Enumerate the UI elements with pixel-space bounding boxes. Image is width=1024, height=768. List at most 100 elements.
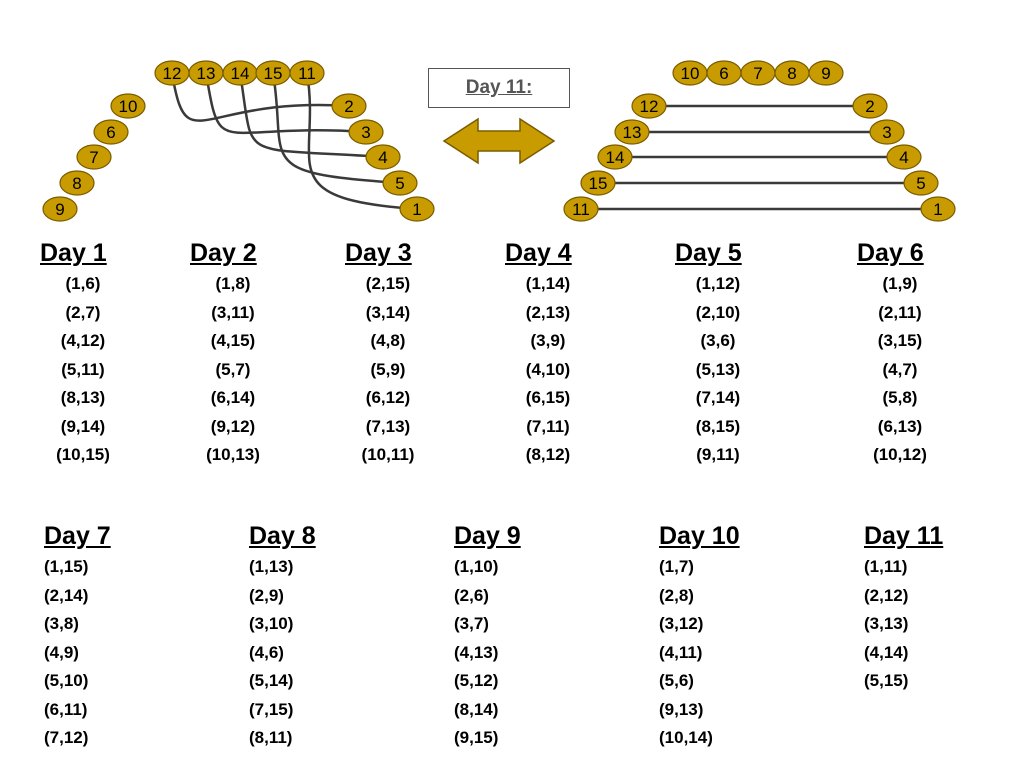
svg-text:9: 9 [55, 200, 64, 219]
match-pair: (4,15) [210, 331, 256, 350]
svg-text:5: 5 [395, 174, 404, 193]
left-rotation-node-14: 14 [222, 60, 258, 86]
left-rotation-node-13: 13 [188, 60, 224, 86]
match-pair: (1,11) [864, 557, 908, 576]
day-heading: Day 6 [857, 239, 924, 267]
day-column: Day 11(1,11)(2,12)(3,13)(4,14)(5,15) [864, 521, 1004, 696]
day-heading: Day 10 [659, 522, 740, 550]
left-rotation-pair-line-13-3 [204, 72, 367, 135]
svg-text:13: 13 [623, 123, 642, 142]
match-pair: (7,11) [526, 416, 570, 436]
match-pair: (4,14) [864, 642, 909, 662]
right-rotation-node-14: 14 [597, 144, 633, 170]
match-pair: (6,11) [44, 699, 88, 719]
right-rotation-node-3: 3 [869, 119, 905, 145]
left-rotation-node-7: 7 [76, 144, 112, 170]
svg-text:9: 9 [821, 64, 830, 83]
match-pair: (5,7) [215, 359, 251, 379]
match-pair: (3,15) [877, 331, 923, 350]
left-rotation-pair-line-11-1 [305, 72, 418, 211]
day-heading: Day 4 [505, 239, 572, 267]
left-rotation-node-4: 4 [365, 144, 401, 170]
left-rotation-pair-line-12-2 [170, 72, 350, 122]
match-pair: (5,13) [695, 359, 741, 379]
left-rotation-node-2: 2 [331, 93, 367, 119]
match-pair: (1,8) [215, 274, 251, 293]
right-rotation-node-8: 8 [774, 60, 810, 86]
svg-text:6: 6 [106, 123, 115, 142]
left-rotation-node-6: 6 [93, 119, 129, 145]
svg-text:8: 8 [72, 174, 81, 193]
svg-text:2: 2 [865, 97, 874, 116]
match-pair: (2,6) [454, 585, 489, 605]
svg-text:12: 12 [640, 97, 659, 116]
match-pair: (4,9) [44, 642, 79, 662]
svg-text:2: 2 [344, 97, 353, 116]
match-pair: (3,8) [44, 614, 79, 633]
match-pair: (3,11) [211, 302, 255, 322]
match-pair: (3,9) [530, 331, 566, 350]
match-pair: (10,15) [56, 445, 110, 464]
match-pair: (10,11) [361, 445, 415, 464]
match-pair: (1,10) [454, 557, 499, 576]
match-pair: (4,8) [370, 331, 406, 350]
match-pair: (4,12) [60, 331, 106, 350]
match-pair: (9,11) [696, 445, 740, 464]
left-rotation-node-10: 10 [110, 93, 146, 119]
match-pair: (2,12) [864, 585, 909, 605]
right-rotation-node-15: 15 [580, 170, 616, 196]
day-heading: Day 8 [249, 522, 316, 550]
match-pair: (5,11) [61, 359, 105, 379]
match-pair: (3,14) [365, 302, 411, 322]
svg-text:7: 7 [89, 148, 98, 167]
right-rotation-node-5: 5 [903, 170, 939, 196]
left-rotation-node-11: 11 [289, 60, 325, 86]
match-pair: (1,13) [249, 557, 294, 576]
match-pair: (4,7) [882, 359, 918, 379]
svg-text:6: 6 [719, 64, 728, 83]
svg-text:3: 3 [882, 123, 891, 142]
match-pair: (5,8) [882, 388, 918, 407]
right-rotation-node-12: 12 [631, 93, 667, 119]
match-pair: (8,11) [249, 728, 293, 747]
svg-text:1: 1 [933, 200, 942, 219]
match-pair: (8,14) [454, 699, 499, 719]
match-pair: (2,15) [365, 274, 411, 293]
match-pair: (3,6) [700, 331, 736, 350]
match-pair: (5,12) [454, 671, 499, 690]
match-pair: (4,10) [525, 359, 571, 379]
match-pair: (5,9) [370, 359, 406, 379]
match-pair: (2,7) [65, 302, 101, 322]
match-pair: (3,10) [249, 614, 294, 633]
svg-text:7: 7 [753, 64, 762, 83]
right-rotation-node-11: 11 [563, 196, 599, 222]
left-rotation-pair-line-15-5 [271, 72, 401, 185]
match-pair: (6,13) [877, 416, 923, 436]
svg-text:14: 14 [231, 64, 250, 83]
current-day-label: Day 11: [428, 68, 570, 108]
left-rotation-node-1: 1 [399, 196, 435, 222]
match-pair: (8,13) [60, 388, 106, 407]
match-pair: (2,9) [249, 585, 284, 605]
match-pair: (5,14) [249, 671, 294, 690]
match-pair: (10,12) [873, 445, 927, 464]
svg-text:10: 10 [681, 64, 700, 83]
day-heading: Day 5 [675, 239, 742, 267]
match-pair: (8,15) [695, 416, 741, 436]
match-pair: (4,11) [659, 642, 703, 662]
day-heading: Day 9 [454, 522, 521, 550]
match-pair: (2,10) [695, 302, 741, 322]
match-pair: (1,12) [695, 274, 741, 293]
match-pair: (2,13) [525, 302, 571, 322]
left-rotation-pair-line-14-4 [238, 72, 384, 159]
svg-text:15: 15 [589, 174, 608, 193]
match-pair: (7,15) [249, 699, 294, 719]
match-pair: (1,15) [44, 557, 89, 576]
day-column: Day 2(1,8)(3,11)(4,15)(5,7)(6,14)(9,12)(… [190, 238, 276, 470]
day-column: Day 9(1,10)(2,6)(3,7)(4,13)(5,12)(8,14)(… [454, 521, 594, 753]
svg-text:10: 10 [119, 97, 138, 116]
svg-text:3: 3 [361, 123, 370, 142]
svg-text:11: 11 [298, 64, 316, 83]
match-pair: (3,7) [454, 614, 489, 633]
